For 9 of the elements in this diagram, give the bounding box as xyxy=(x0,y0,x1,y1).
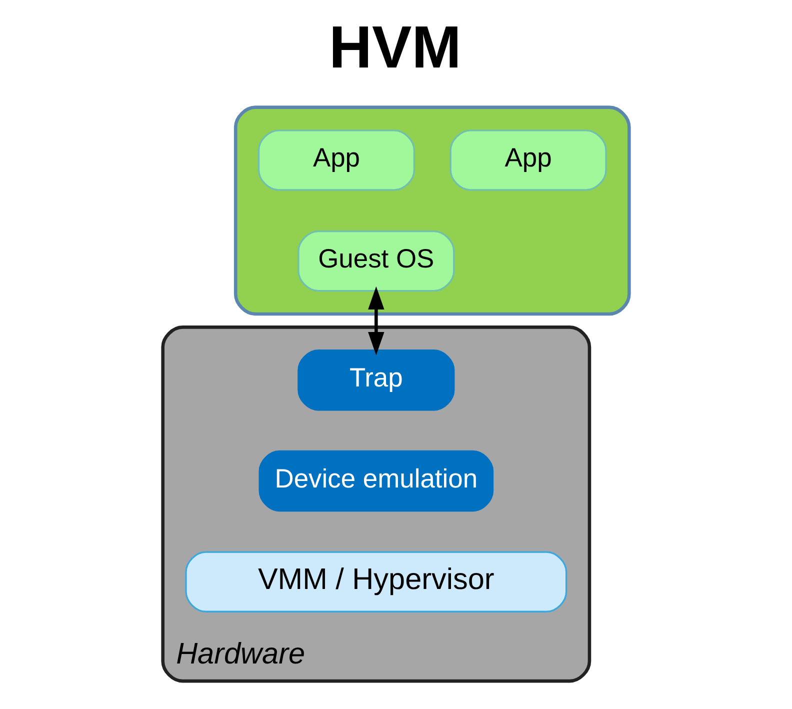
node-box: Device emulation xyxy=(258,450,494,512)
diagram-title: HVM xyxy=(329,13,462,80)
node-box: App xyxy=(258,130,416,191)
arrow xyxy=(368,286,384,356)
node-box: VMM / Hypervisor xyxy=(185,551,568,612)
node-box: App xyxy=(450,130,607,191)
node-box: Guest OS xyxy=(298,230,455,292)
node-box: Trap xyxy=(298,350,455,411)
cluster xyxy=(234,106,631,316)
